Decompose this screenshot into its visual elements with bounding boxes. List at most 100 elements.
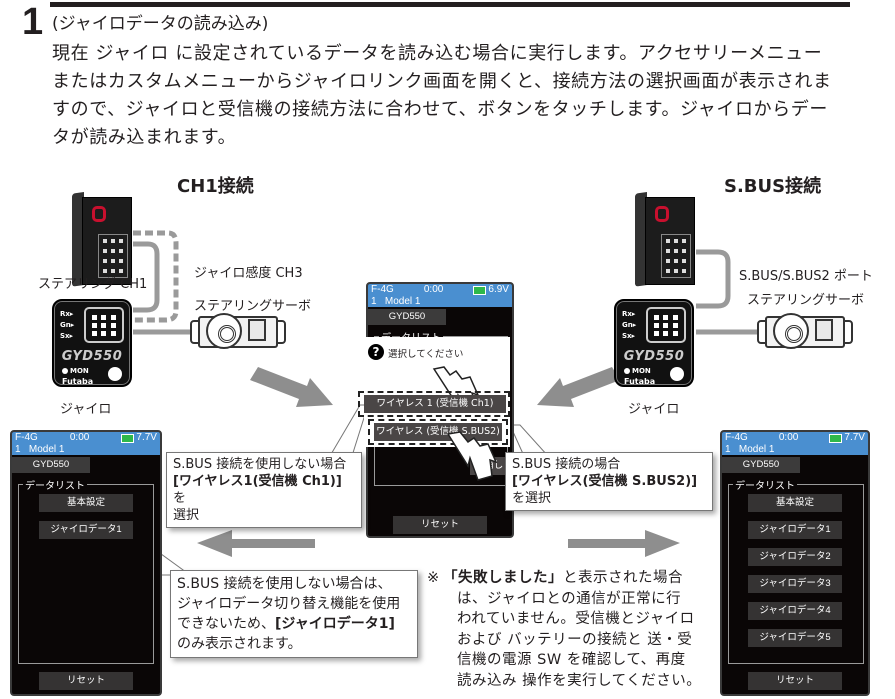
callout-no-sbus-select: S.BUS 接続を使用しない場合 [ワイヤレス1(受信機 Ch1)] を 選択	[166, 452, 362, 528]
receiver-logo-icon	[92, 206, 106, 222]
menu-item-gyro-data-1[interactable]: ジャイロデータ1	[39, 521, 133, 539]
note-line: 読み込み 操作を実行してください。	[457, 672, 702, 689]
note-line: は、ジャイロとの通信が正常に行	[457, 590, 682, 607]
callout-text: S.BUS 接続の場合	[512, 457, 621, 472]
gyro-name-tab[interactable]: GYD550	[368, 309, 446, 325]
status-bar: F-4G 0:00 6.9V	[368, 284, 512, 296]
receiver-left	[72, 192, 132, 287]
option-wireless-ch1[interactable]: ワイヤレス 1 (受信機 Ch1)	[364, 395, 506, 413]
servo-horn-icon	[773, 313, 809, 349]
arrow-left-to-center	[250, 367, 333, 407]
data-list-frame: データリスト	[18, 477, 154, 664]
highlight-box-sbus2	[368, 419, 508, 445]
option-wireless-sbus2[interactable]: ワイヤレス (受信機 S.BUS2)	[374, 423, 502, 441]
status-bar: F-4G 0:00 7.7V	[12, 432, 160, 444]
menu-item-gyro-data-4[interactable]: ジャイロデータ4	[748, 602, 842, 620]
reset-button[interactable]: リセット	[393, 516, 487, 534]
callout-text: できないため、[ジャイロデータ1]	[177, 616, 395, 632]
model-bar: 1 Model 1	[12, 444, 160, 455]
pin-label-gn: Gn▸	[60, 321, 75, 329]
model-bar: 1 Model 1	[722, 444, 868, 455]
battery-indicator: 7.7V	[829, 432, 865, 444]
label-steering-ch1: ステアリング CH1	[38, 277, 148, 292]
gyro-model-label: GYD550	[61, 349, 123, 364]
step-number: 1	[22, 1, 44, 43]
sbus-heading: S.BUS接続	[724, 176, 822, 197]
cable-sbus	[696, 249, 731, 309]
label-steering-servo-left: ステアリングサーボ	[194, 299, 312, 314]
menu-item-gyro-data-3[interactable]: ジャイロデータ3	[748, 575, 842, 593]
menu-item-basic-settings[interactable]: 基本設定	[39, 494, 133, 512]
cable-ch3-dashed	[133, 230, 179, 323]
highlight-box-ch1	[358, 391, 510, 417]
status-bar: F-4G 0:00 7.7V	[722, 432, 868, 444]
pin-label-sx: Sx▸	[60, 332, 74, 340]
mon-led-label: MON	[62, 367, 89, 375]
screen-right: F-4G 0:00 7.7V 1 Model 1 GYD550 データリスト 基…	[720, 430, 870, 696]
gyro-name-tab[interactable]: GYD550	[722, 457, 800, 473]
mon-led-label: MON	[624, 367, 651, 375]
gyro-left: Rx▸ Gn▸ Sx▸ GYD550 MON Futaba	[52, 299, 132, 387]
data-list-frame: データリスト	[728, 477, 864, 664]
callout-text: S.BUS 接続を使用しない場合は、	[177, 576, 392, 592]
step-title: (ジャイロデータの読み込み)	[52, 14, 269, 34]
label-gyro-right: ジャイロ	[628, 402, 680, 417]
system-label: F-4G	[725, 432, 748, 443]
menu-item-gyro-data-2[interactable]: ジャイロデータ2	[748, 548, 842, 566]
label-sbus-port: S.BUS/S.BUS2 ポート	[739, 269, 873, 284]
callout-text: S.BUS 接続を使用しない場合	[173, 457, 347, 472]
gyro-button-icon	[670, 367, 684, 381]
label-steering-servo-right: ステアリングサーボ	[747, 293, 865, 308]
note-mark: ※	[427, 570, 440, 586]
reset-button[interactable]: リセット	[39, 672, 133, 690]
servo-horn-icon	[206, 313, 242, 349]
system-label: F-4G	[371, 284, 394, 295]
label-gyro-left: ジャイロ	[60, 402, 112, 417]
step-description: 現在 ジャイロ に設定されているデータを読み込む場合に実行します。アクセサリーメ…	[52, 43, 832, 148]
menu-item-basic-settings[interactable]: 基本設定	[748, 494, 842, 512]
data-list-title: データリスト	[23, 477, 87, 492]
callout-sbus-select: S.BUS 接続の場合 [ワイヤレス(受信機 S.BUS2)] を選択	[505, 452, 713, 511]
pin-label-sx: Sx▸	[622, 332, 636, 340]
timer: 0:00	[423, 284, 444, 295]
servo-left	[190, 313, 286, 350]
callout-text: [ワイヤレス1(受信機 Ch1)] を	[173, 474, 342, 506]
callout-text: ジャイロデータ切り替え機能を使用	[177, 596, 401, 612]
receiver-logo-icon	[655, 206, 669, 222]
model-bar: 1 Model 1	[368, 296, 512, 307]
brand-label: Futaba	[62, 377, 94, 386]
note-line: 信機の電源 SW を確認して、再度	[457, 652, 686, 668]
note-line: および バッテリーの接続と 送・受	[457, 631, 693, 648]
question-icon: ?	[368, 344, 384, 360]
gyro-model-label: GYD550	[623, 349, 685, 364]
arrow-center-to-right	[568, 530, 680, 557]
hand-pointer-icon	[446, 431, 498, 481]
arrow-center-to-left	[197, 530, 315, 557]
timer: 0:00	[778, 432, 799, 443]
label-gyro-gain-ch3: ジャイロ感度 CH3	[194, 266, 303, 281]
system-label: F-4G	[15, 432, 38, 443]
callout-no-sbus-info: S.BUS 接続を使用しない場合は、 ジャイロデータ切り替え機能を使用 できない…	[170, 570, 418, 658]
callout-text: [ワイヤレス(受信機 S.BUS2)]	[512, 474, 698, 489]
note-line: われていません。受信機とジャイロ	[457, 611, 695, 627]
reset-button[interactable]: リセット	[748, 672, 842, 690]
menu-item-gyro-data-5[interactable]: ジャイロデータ5	[748, 629, 842, 647]
ch1-heading: CH1接続	[177, 176, 254, 197]
screen-left: F-4G 0:00 7.7V 1 Model 1 GYD550 データリスト 基…	[10, 430, 162, 696]
dialog-prompt: 選択してください	[388, 349, 464, 360]
note-line: 「失敗しました」と表示された場合	[443, 570, 683, 586]
battery-indicator: 6.9V	[473, 284, 509, 296]
cable-ch1	[133, 241, 160, 313]
failure-note: ※ 「失敗しました」と表示された場合 は、ジャイロとの通信が正常に行 われていま…	[427, 568, 727, 691]
pin-label-gn: Gn▸	[622, 321, 637, 329]
callout-text: のみ表示されます。	[177, 636, 302, 652]
callout-text: を選択	[512, 491, 552, 506]
menu-item-gyro-data-1[interactable]: ジャイロデータ1	[748, 521, 842, 539]
receiver-right	[635, 192, 695, 287]
arrow-right-to-center	[537, 367, 620, 407]
top-rule	[50, 2, 850, 7]
callout-text: 選択	[173, 508, 200, 523]
battery-indicator: 7.7V	[121, 432, 157, 444]
gyro-name-tab[interactable]: GYD550	[12, 457, 90, 473]
gyro-right: Rx▸ Gn▸ Sx▸ GYD550 MON Futaba	[614, 299, 694, 387]
